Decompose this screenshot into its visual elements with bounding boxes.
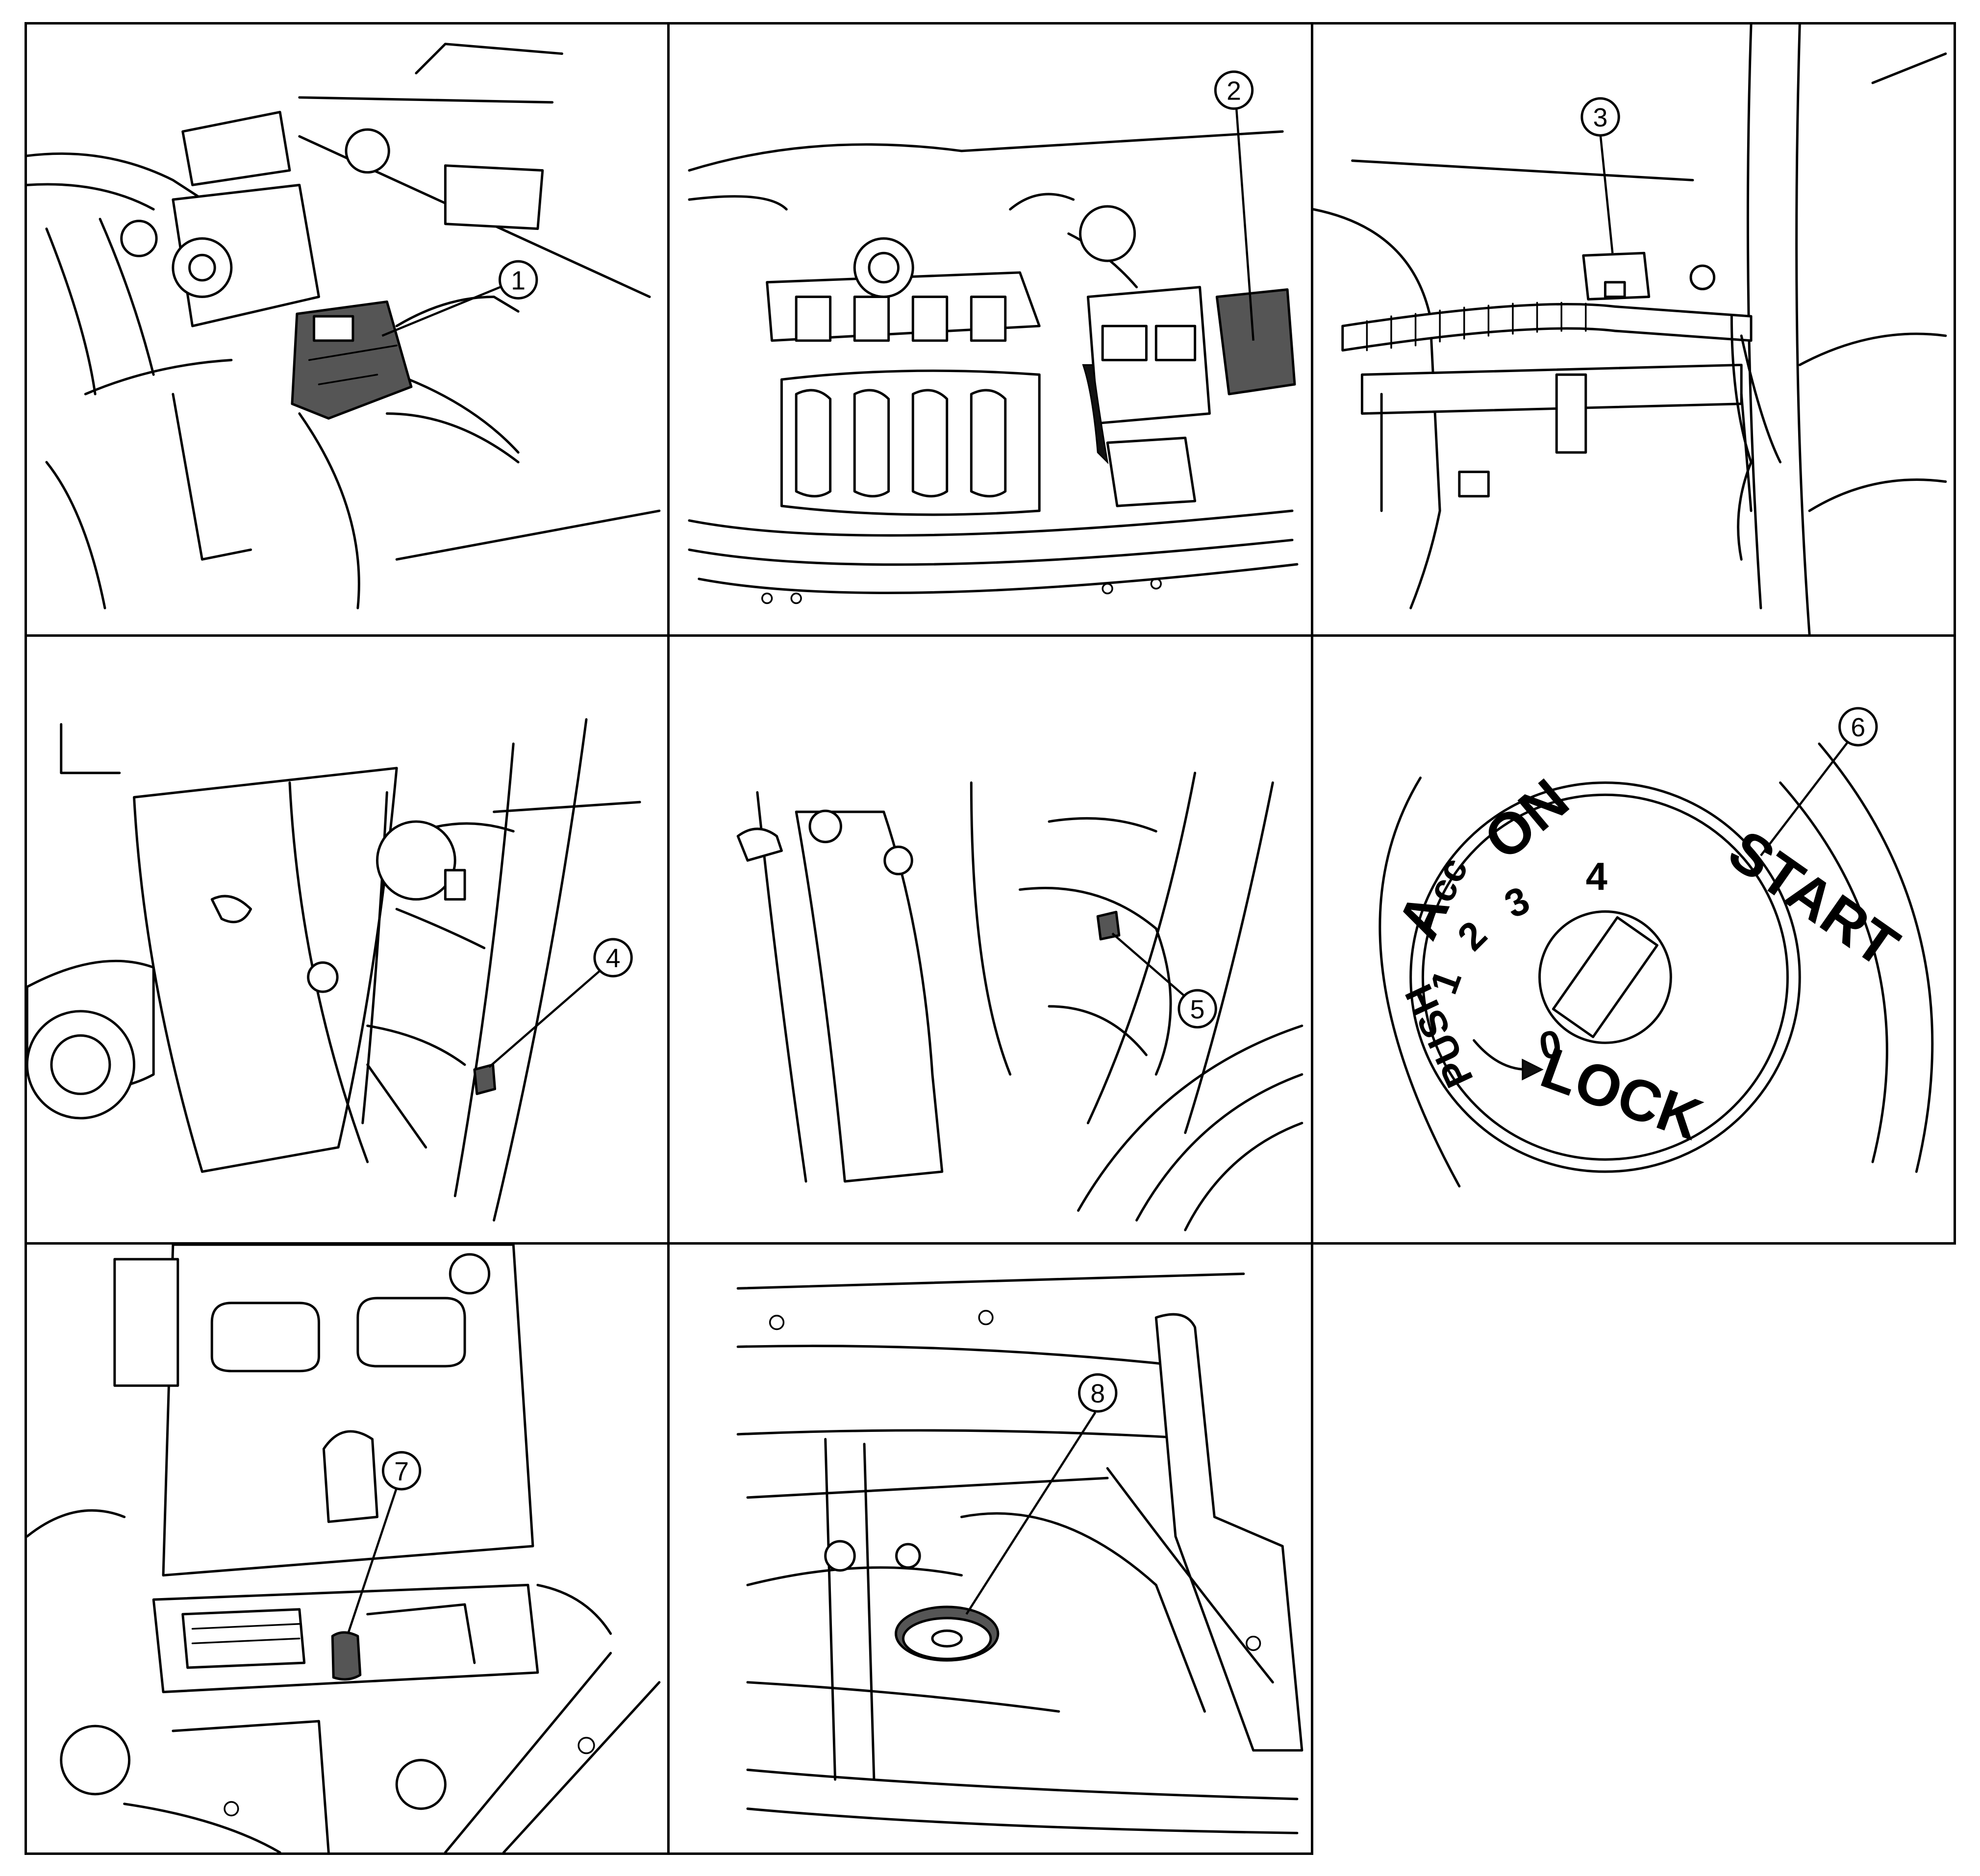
panel-3-harness-view: 3 bbox=[1311, 22, 1956, 637]
panel-2-engine-compartment-view: 2 bbox=[667, 22, 1313, 637]
callout-1: 1 bbox=[499, 260, 538, 300]
panel-8-illustration: 8 bbox=[736, 1273, 1303, 1834]
component-5 bbox=[1096, 910, 1121, 941]
svg-text:2: 2 bbox=[1227, 76, 1241, 105]
horn-assembly bbox=[895, 1605, 1000, 1662]
panel-1-illustration: 1 bbox=[27, 43, 661, 609]
callout-3: 3 bbox=[1580, 97, 1620, 137]
svg-text:6: 6 bbox=[1851, 713, 1865, 742]
svg-text:1: 1 bbox=[511, 266, 526, 295]
wiring-harness-corrugated bbox=[1341, 301, 1753, 352]
svg-text:3: 3 bbox=[1593, 103, 1608, 132]
panel-2-illustration: 2 bbox=[688, 70, 1299, 604]
panel-1-component-view: 1 bbox=[25, 22, 670, 637]
svg-text:4: 4 bbox=[606, 944, 621, 973]
label-num-4: 4 bbox=[1586, 854, 1607, 898]
component-3 bbox=[1582, 251, 1651, 300]
panel-6-illustration: START ON Acc LOCK PUSH 4 3 2 1 0 6 bbox=[1378, 707, 1934, 1188]
component-2-shaded bbox=[1215, 288, 1296, 396]
push-arrow-head bbox=[1522, 1058, 1544, 1081]
panel-6-ignition-switch-view: START ON Acc LOCK PUSH 4 3 2 1 0 6 bbox=[1311, 634, 1956, 1245]
callout-4: 4 bbox=[593, 938, 633, 977]
intake-runners bbox=[795, 389, 1007, 498]
panel-7-illustration: 7 bbox=[27, 1245, 661, 1852]
push-arrow bbox=[1473, 1039, 1529, 1071]
svg-text:7: 7 bbox=[394, 1457, 409, 1486]
callout-6: 6 bbox=[1838, 707, 1878, 747]
panel-7-fuse-box-view: 7 bbox=[25, 1242, 670, 1855]
panel-4-pillar-view: 4 bbox=[25, 634, 670, 1245]
component-7-shaded bbox=[331, 1631, 362, 1681]
panel-5-door-opening-view: 5 bbox=[667, 634, 1313, 1245]
callout-8: 8 bbox=[1078, 1373, 1118, 1413]
svg-text:5: 5 bbox=[1190, 995, 1205, 1024]
callout-2: 2 bbox=[1214, 70, 1254, 110]
callout-7: 7 bbox=[381, 1451, 422, 1491]
svg-text:8: 8 bbox=[1090, 1379, 1105, 1408]
panel-4-illustration: 4 bbox=[27, 718, 641, 1222]
coil-packs bbox=[795, 296, 1007, 342]
ignition-switch-dial: START ON Acc LOCK PUSH 4 3 2 1 0 bbox=[1385, 767, 1910, 1173]
panel-8-horn-view: 8 bbox=[667, 1242, 1313, 1855]
component-4 bbox=[473, 1063, 497, 1095]
key-slot bbox=[1552, 916, 1659, 1038]
panel-3-illustration: 3 bbox=[1313, 25, 1947, 634]
panel-5-illustration: 5 bbox=[736, 772, 1303, 1231]
callout-5: 5 bbox=[1178, 989, 1217, 1029]
